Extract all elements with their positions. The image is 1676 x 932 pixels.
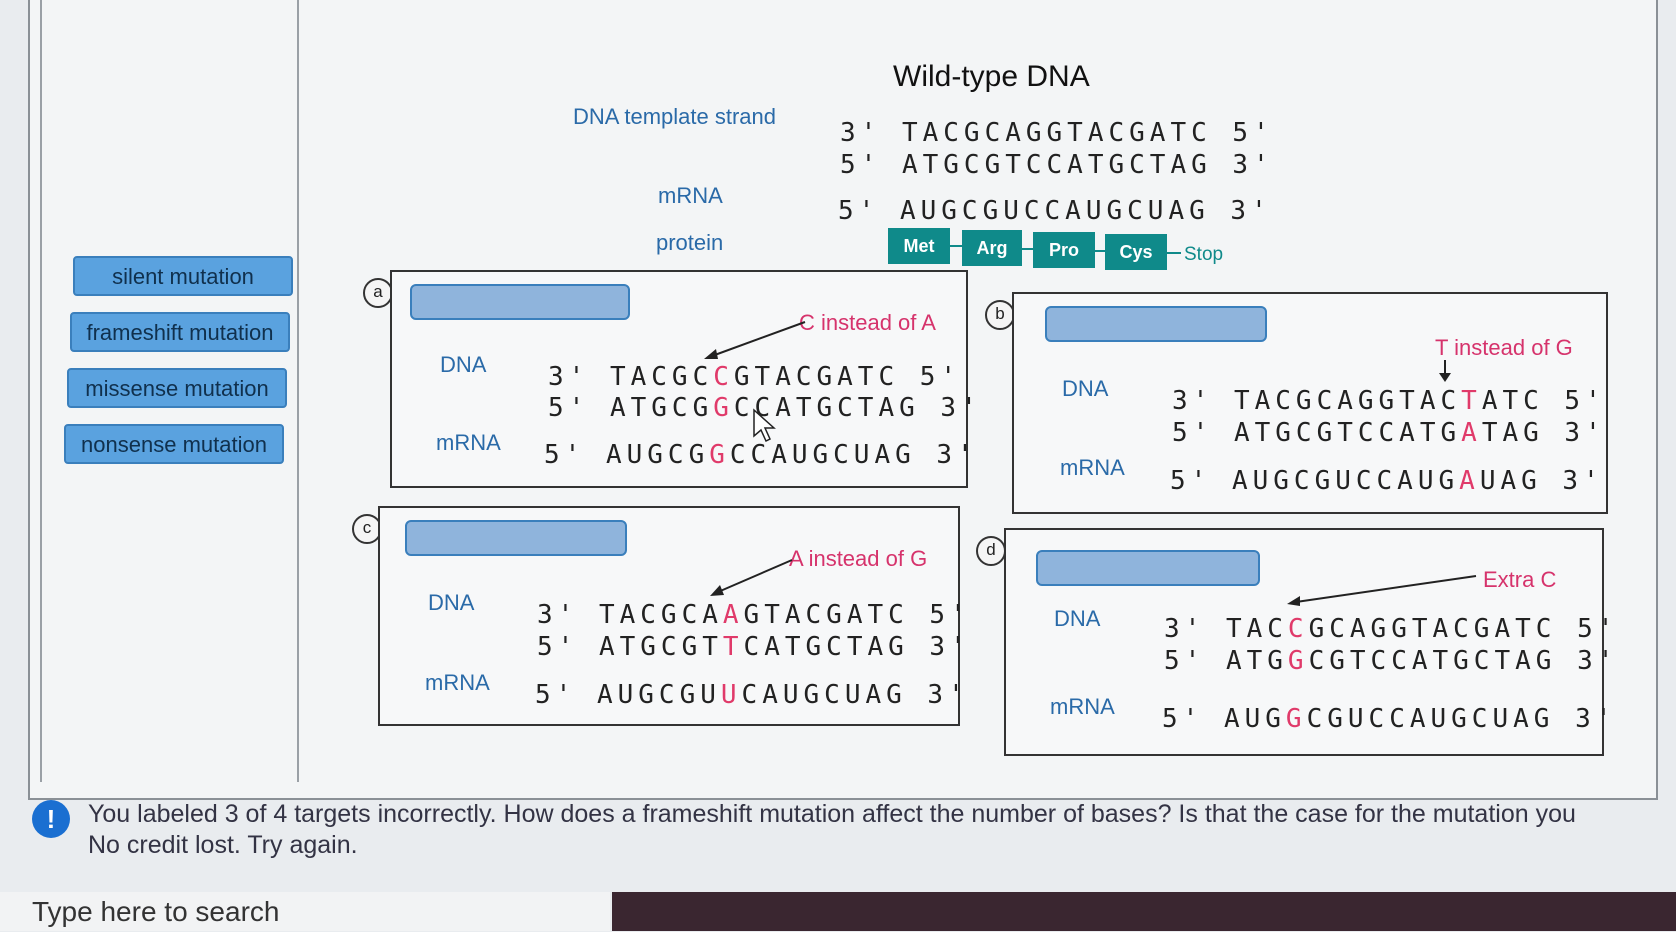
mutant-a-coding: 5' ATGCGGCCATGCTAG 3': [548, 393, 982, 423]
mutant-c-template: 3' TACGCAAGTACGATC 5': [537, 600, 971, 630]
wildtype-title: Wild-type DNA: [893, 60, 1090, 93]
mutant-d-note: Extra C: [1483, 567, 1557, 592]
mutant-b-dna-label: DNA: [1062, 376, 1109, 401]
drop-target-d[interactable]: [1036, 550, 1260, 586]
mutant-b-mrna-label: mRNA: [1060, 455, 1125, 480]
mutant-d-arrow: [1287, 575, 1477, 606]
mutation-base: G: [1287, 646, 1309, 676]
label-bank: [40, 0, 299, 782]
mutant-b-coding: 5' ATGCGTCCATGATAG 3': [1172, 418, 1606, 448]
feedback-message: You labeled 3 of 4 targets incorrectly. …: [88, 800, 1668, 860]
peptide-bond: [950, 245, 962, 247]
feedback-line-2: No credit lost. Try again.: [88, 831, 358, 859]
protein-label: protein: [656, 230, 724, 255]
feedback-line-1: You labeled 3 of 4 targets incorrectly. …: [88, 800, 1576, 828]
mutant-b-arrow: [1439, 360, 1451, 382]
mouse-cursor-icon: [753, 408, 776, 443]
mutant-c-dna-label: DNA: [428, 590, 475, 615]
peptide-bond: [1022, 248, 1033, 250]
mutant-a-mrna: 5' AUGCGGCCAUGCUAG 3': [544, 440, 978, 470]
mutant-d-mrna-label: mRNA: [1050, 694, 1115, 719]
mutant-d-template: 3' TACCGCAGGTACGATC 5': [1164, 614, 1619, 644]
label-frameshift-mutation[interactable]: frameshift mutation: [70, 312, 290, 352]
badge-c: c: [352, 514, 382, 544]
mutant-a-template: 3' TACGCCGTACGATC 5': [548, 362, 962, 392]
mutant-b-mrna: 5' AUGCGUCCAUGAUAG 3': [1170, 466, 1604, 496]
mutant-b-note: T instead of G: [1435, 335, 1573, 360]
mutant-a-arrow: [704, 321, 806, 359]
protein-arg: Arg: [962, 230, 1022, 266]
wildtype-coding-strand: 5' ATGCGTCCATGCTAG 3': [840, 150, 1274, 180]
mutant-d-mrna: 5' AUGGCGUCCAUGCUAG 3': [1162, 704, 1617, 734]
mutant-c-mrna: 5' AUGCGUUCAUGCUAG 3': [535, 680, 969, 710]
mutant-a-dna-label: DNA: [440, 352, 487, 377]
label-nonsense-mutation[interactable]: nonsense mutation: [64, 424, 284, 464]
mutation-base: G: [713, 393, 734, 423]
mutant-a-note: C instead of A: [799, 310, 936, 335]
badge-d: d: [976, 536, 1006, 566]
mutation-base: G: [709, 440, 730, 470]
mutation-base: A: [1459, 466, 1480, 496]
mutant-c-coding: 5' ATGCGTTCATGCTAG 3': [537, 632, 971, 662]
protein-pro: Pro: [1033, 232, 1095, 268]
mutation-base: G: [1285, 704, 1307, 734]
mutant-c-note: A instead of G: [789, 546, 928, 571]
stop-label: Stop: [1184, 244, 1224, 265]
warning-icon: !: [32, 800, 70, 838]
protein-cys: Cys: [1105, 234, 1167, 270]
wildtype-mrna: 5' AUGCGUCCAUGCUAG 3': [838, 196, 1272, 226]
mutant-c-mrna-label: mRNA: [425, 670, 490, 695]
peptide-bond: [1095, 250, 1105, 252]
mutation-base: T: [722, 632, 744, 662]
mutant-c-arrow: [710, 559, 793, 596]
mutation-base: A: [722, 600, 744, 630]
badge-a: a: [363, 278, 393, 308]
taskbar-search[interactable]: Type here to search: [0, 892, 610, 931]
mutation-base: U: [720, 680, 742, 710]
mutation-base: C: [1287, 614, 1309, 644]
label-silent-mutation[interactable]: silent mutation: [73, 256, 293, 296]
wildtype-mrna-label: mRNA: [658, 183, 723, 208]
mutation-base: C: [713, 362, 734, 392]
mutant-a-mrna-label: mRNA: [436, 430, 501, 455]
drop-target-c[interactable]: [405, 520, 627, 556]
taskbar-apps: [612, 892, 1676, 931]
mutation-base: T: [1461, 386, 1482, 416]
badge-b: b: [985, 300, 1015, 330]
wildtype-template-strand: 3' TACGCAGGTACGATC 5': [840, 118, 1274, 148]
mutant-d-dna-label: DNA: [1054, 606, 1101, 631]
mutant-d-coding: 5' ATGGCGTCCATGCTAG 3': [1164, 646, 1619, 676]
template-strand-label: DNA template strand: [573, 104, 776, 129]
protein-met: Met: [888, 228, 950, 264]
drop-target-a[interactable]: [410, 284, 630, 320]
peptide-bond: [1167, 252, 1181, 254]
mutation-base: A: [1461, 418, 1482, 448]
drop-target-b[interactable]: [1045, 306, 1267, 342]
mutant-b-template: 3' TACGCAGGTACTATC 5': [1172, 386, 1606, 416]
label-missense-mutation[interactable]: missense mutation: [67, 368, 287, 408]
